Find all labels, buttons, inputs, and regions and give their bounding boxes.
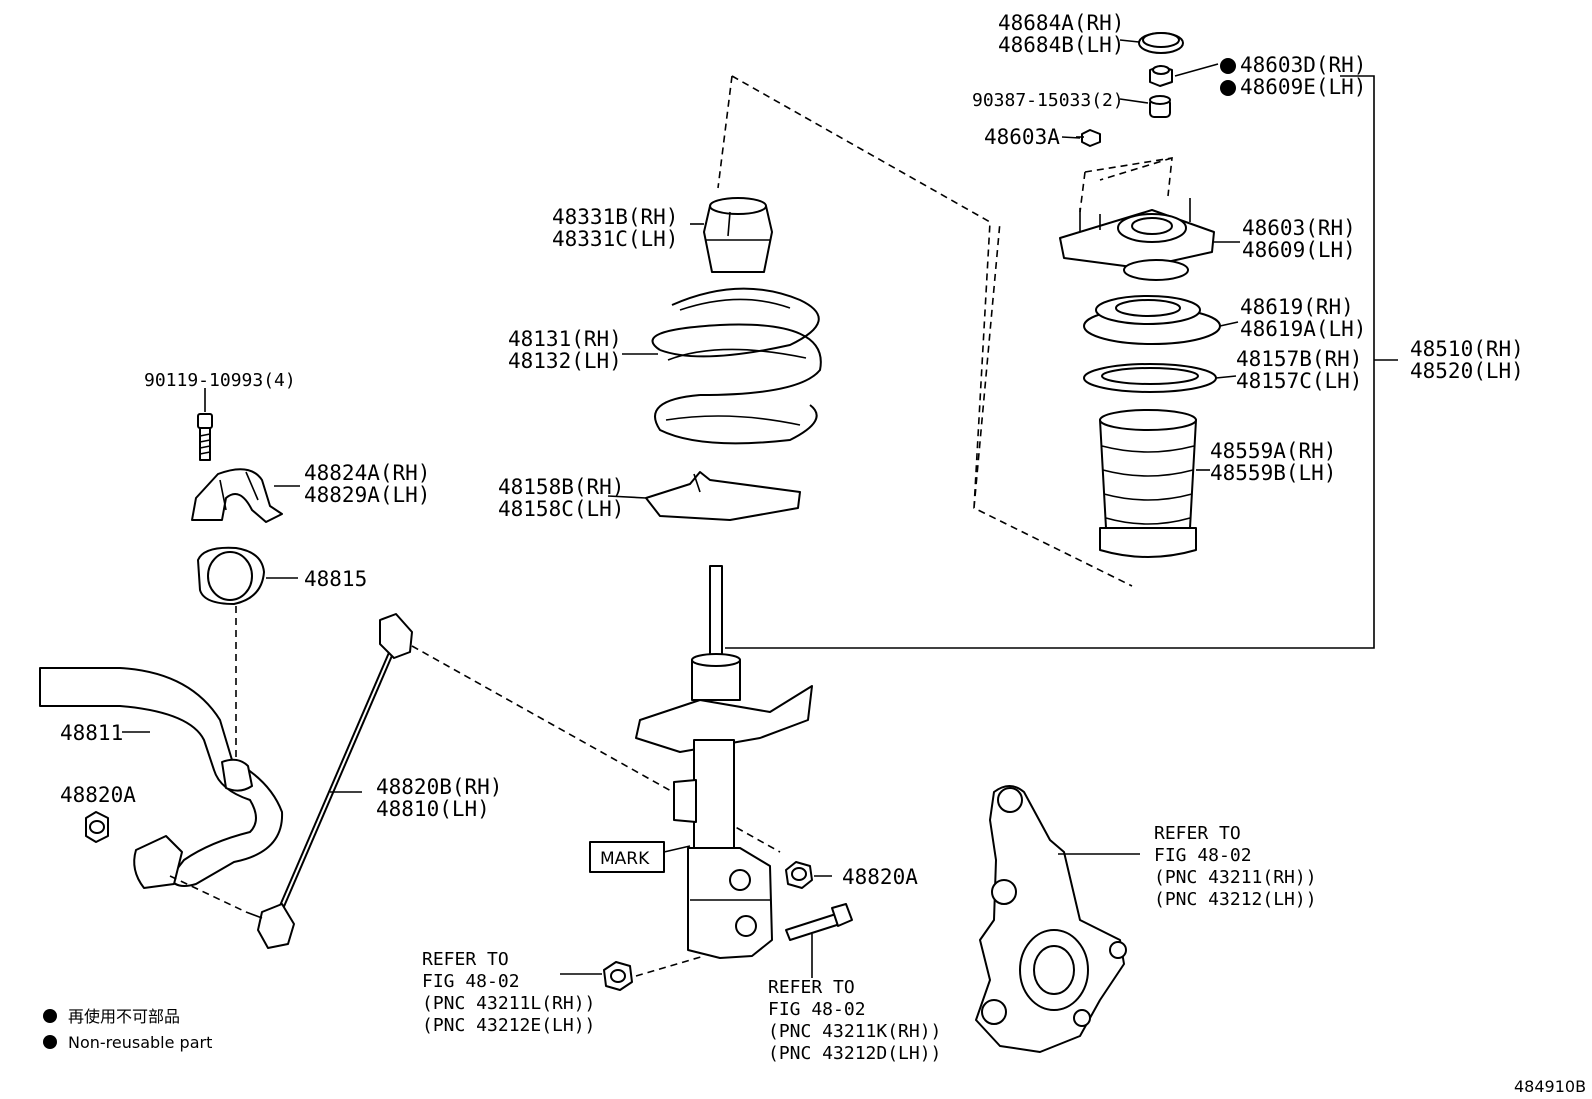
bump-stopper — [703, 197, 773, 273]
label-48603: 48603(RH) — [1242, 216, 1356, 240]
upper-mount-dashed-bracket — [1079, 157, 1173, 213]
lower-spring-seat — [645, 471, 801, 521]
label-48829A: 48829A(LH) — [304, 483, 430, 507]
stabilizer-bushing — [197, 546, 265, 605]
label-48820A-right: 48820A — [842, 865, 918, 889]
ref-nut: REFER TO FIG 48-02 (PNC 43211L(RH)) (PNC… — [422, 949, 595, 1036]
label-48619: 48619(RH) — [1240, 295, 1354, 319]
spring-insulator — [1083, 363, 1217, 393]
bolt-strut — [785, 903, 853, 941]
non-reusable-dot-2 — [1220, 80, 1236, 96]
label-48157B: 48157B(RH) — [1236, 347, 1362, 371]
label-48520: 48520(LH) — [1410, 359, 1524, 383]
nut-48820A-left — [85, 811, 109, 843]
legend-english: Non-reusable part — [68, 1033, 212, 1052]
label-48824A: 48824A(RH) — [304, 461, 430, 485]
assembly-dashed-outline — [717, 75, 1133, 587]
svg-text:REFER TO: REFER TO — [422, 949, 509, 970]
svg-text:(PNC 43211(RH)): (PNC 43211(RH)) — [1154, 867, 1317, 888]
stabilizer-bar — [39, 667, 284, 889]
label-48158B: 48158B(RH) — [498, 475, 624, 499]
bolt-90119 — [197, 413, 213, 461]
svg-text:REFER TO: REFER TO — [1154, 823, 1241, 844]
nut-48603D — [1149, 65, 1173, 87]
label-48609: 48609(LH) — [1242, 238, 1356, 262]
legend-japanese: 再使用不可部品 — [68, 1007, 180, 1026]
label-48158C: 48158C(LH) — [498, 497, 624, 521]
ref-knuckle: REFER TO FIG 48-02 (PNC 43211(RH)) (PNC … — [1154, 823, 1317, 910]
label-48810: 48810(LH) — [376, 797, 490, 821]
svg-text:(PNC 43211L(RH)): (PNC 43211L(RH)) — [422, 993, 595, 1014]
assembly-bracket-line — [725, 75, 1398, 649]
svg-text:REFER TO: REFER TO — [768, 977, 855, 998]
ref-bolt: REFER TO FIG 48-02 (PNC 43211K(RH)) (PNC… — [768, 977, 941, 1064]
label-48619A: 48619A(LH) — [1240, 317, 1366, 341]
label-48603A: 48603A — [984, 125, 1060, 149]
svg-text:(PNC 43212E(LH)): (PNC 43212E(LH)) — [422, 1015, 595, 1036]
svg-text:(PNC 43212D(LH)): (PNC 43212D(LH)) — [768, 1043, 941, 1064]
label-48811: 48811 — [60, 721, 123, 745]
svg-text:FIG 48-02: FIG 48-02 — [1154, 845, 1252, 866]
svg-text:(PNC 43211K(RH)): (PNC 43211K(RH)) — [768, 1021, 941, 1042]
label-mark: MARK — [600, 849, 650, 869]
collar-90387 — [1149, 95, 1171, 118]
label-48820B: 48820B(RH) — [376, 775, 502, 799]
steering-knuckle — [975, 785, 1127, 1053]
legend: 再使用不可部品 Non-reusable part — [43, 1007, 212, 1052]
nut-strut — [603, 961, 633, 991]
stabilizer-bracket — [191, 468, 283, 523]
svg-text:(PNC 43212(LH)): (PNC 43212(LH)) — [1154, 889, 1317, 910]
stabilizer-link — [245, 613, 413, 949]
label-48131: 48131(RH) — [508, 327, 622, 351]
label-48684A: 48684A(RH) — [998, 11, 1124, 35]
label-48820A-left: 48820A — [60, 783, 136, 807]
label-48684B: 48684B(LH) — [998, 33, 1124, 57]
label-48815: 48815 — [304, 567, 367, 591]
coil-spring — [651, 287, 822, 445]
nut-48820A-right — [785, 861, 813, 889]
svg-text:FIG 48-02: FIG 48-02 — [768, 999, 866, 1020]
mark-box — [589, 841, 665, 873]
label-48132: 48132(LH) — [508, 349, 622, 373]
non-reusable-dot-1 — [1220, 58, 1236, 74]
label-48609E: 48609E(LH) — [1240, 75, 1366, 99]
svg-text:FIG 48-02: FIG 48-02 — [422, 971, 520, 992]
label-48157C: 48157C(LH) — [1236, 369, 1362, 393]
dust-cap — [1138, 32, 1184, 54]
label-90387: 90387-15033(2) — [972, 90, 1124, 111]
dust-boot — [1099, 409, 1197, 558]
figure-code: 484910B — [1514, 1077, 1586, 1096]
label-48603D: 48603D(RH) — [1240, 53, 1366, 77]
label-48559B: 48559B(LH) — [1210, 461, 1336, 485]
shock-absorber — [635, 565, 813, 959]
label-48510: 48510(RH) — [1410, 337, 1524, 361]
label-48331C: 48331C(LH) — [552, 227, 678, 251]
bearing — [1083, 295, 1221, 345]
label-90119: 90119-10993(4) — [144, 370, 296, 391]
upper-support — [1059, 198, 1215, 281]
nut-48603A — [1081, 129, 1101, 147]
label-48559A: 48559A(RH) — [1210, 439, 1336, 463]
label-48331B: 48331B(RH) — [552, 205, 678, 229]
